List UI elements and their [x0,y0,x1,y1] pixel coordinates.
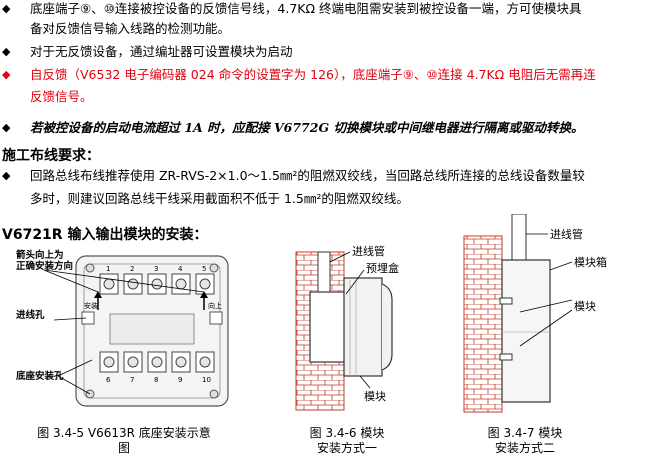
text-line: 回路总线布线推荐使用 ZR-RVS-2×1.0～1.5㎜²的阻燃双绞线，当回路总… [30,168,585,183]
label-inlet-hole: 进线孔 [16,309,45,321]
figure-install-method-2: 进线管 模块箱 模块 [463,214,607,413]
caption-line: 安装方式一 [316,441,377,455]
caption-line: 安装方式二 [494,441,555,455]
terminal-number: 9 [178,376,182,384]
text-line: 若被控设备的启动电流超过 1A 时，应配接 V6772G 切换模块或中间继电器进… [30,120,584,135]
terminal-screw-icon [199,278,211,290]
terminal-screw-icon [127,278,139,290]
label-module: 模块 [574,300,596,313]
terminal-screw-icon [151,356,163,368]
terminal-screw-icon [175,356,187,368]
terminal-screw-icon [103,356,115,368]
bullet-icon: ◆ [2,121,11,134]
label-conduit: 进线管 [550,227,583,241]
label-up-mark: 向上 [208,301,222,310]
bullet-icon: ◆ [2,68,11,81]
bullet-icon: ◆ [2,45,11,58]
text-line: 自反馈（V6532 电子编码器 024 命令的设置字为 126），底座端子⑨、⑩… [30,67,596,82]
section-heading-install: V6721R 输入输出模块的安装： [2,227,208,243]
caption-line: 图 3.4-7 模块 [487,426,563,440]
text-line: 对于无反馈设备，通过编址器可设置模块为启动 [30,44,293,59]
terminal-number: 6 [106,376,111,384]
terminal-number: 7 [130,376,134,384]
caption-figure-3: 图 3.4-7 模块 安装方式二 [470,426,580,456]
terminal-number: 2 [130,265,134,273]
text-line: 底座端子⑨、⑩连接被控设备的反馈信号线，4.7KΩ 终端电阻需安装到被控设备一端… [30,1,582,16]
caption-line: 图 3.4-6 模块 [309,426,385,440]
text-line: 多时，则建议回路总线干线采用截面积不低于 1.5㎜²的阻燃双绞线。 [30,191,409,206]
terminal-screw-icon [199,356,211,368]
label-arrow-direction-2: 正确安装方向 [16,260,73,272]
label-module: 模块 [364,390,386,403]
bullet-icon: ◆ [2,2,11,15]
label-embedded-box: 预埋盒 [366,261,399,275]
terminal-number: 10 [202,376,211,384]
section-heading-wiring: 施工布线要求： [2,148,100,164]
label-conduit: 进线管 [352,244,385,258]
bullet-icon: ◆ [2,169,11,182]
terminal-screw-icon [103,278,115,290]
terminal-number: 1 [106,265,110,273]
terminal-screw-icon [175,278,187,290]
terminal-number: 5 [202,265,206,273]
terminal-screw-icon [127,356,139,368]
text-line: 反馈信号。 [30,89,93,104]
figure-base-installation: 1 2 3 4 5 6 7 8 9 10 箭头向上为 正确安装方向 进线孔 底座安装孔 安装 向… [15,249,229,407]
figure-install-method-1: 进线管 预埋盒 模块 [295,244,399,411]
terminal-screw-icon [151,278,163,290]
label-arrow-direction: 箭头向上为 [16,249,64,261]
label-mount-mark: 安装 [84,301,98,310]
label-base-mount-hole: 底座安装孔 [15,370,64,382]
label-module-box: 模块箱 [574,255,607,269]
terminal-number: 8 [154,376,158,384]
terminal-number: 3 [154,265,158,273]
text-line: 备对反馈信号输入线路的检测功能。 [30,21,231,36]
caption-figure-1: 图 3.4-5 V6613R 底座安装示意 图 [24,426,224,456]
caption-figure-2: 图 3.4-6 模块 安装方式一 [292,426,402,456]
terminal-number: 4 [178,265,183,273]
caption-line: 图 3.4-5 V6613R 底座安装示意 [37,426,211,440]
caption-line: 图 [117,441,130,455]
